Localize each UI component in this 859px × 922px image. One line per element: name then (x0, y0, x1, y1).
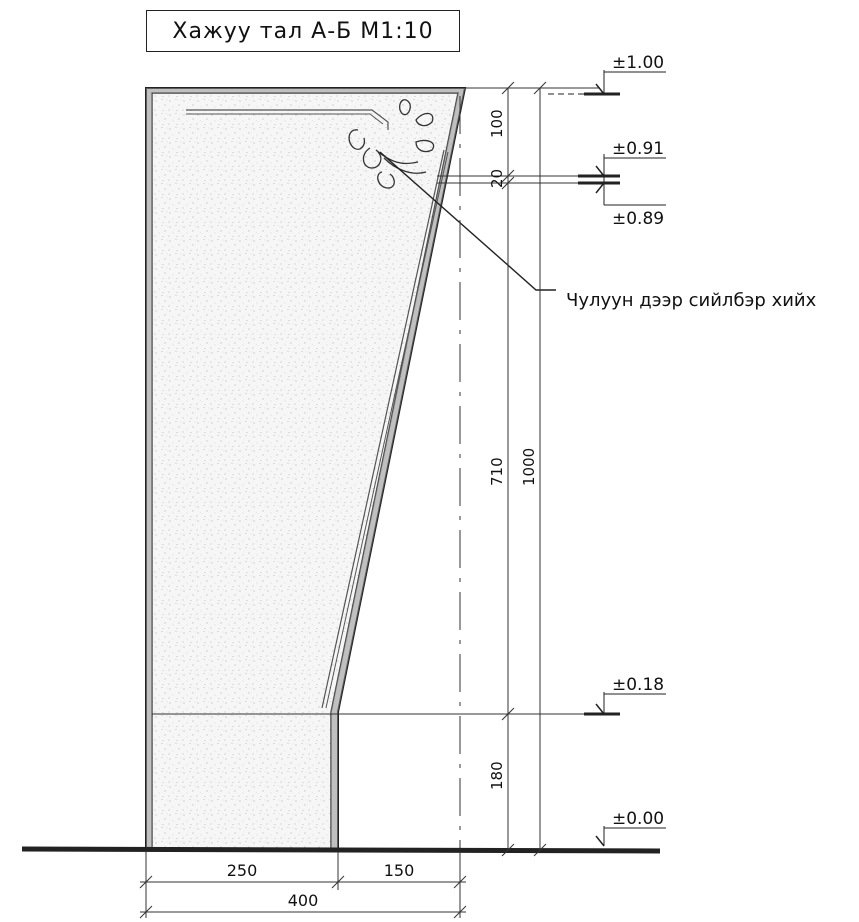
dim-slope: 710 (488, 457, 506, 486)
dim-width-total: 400 (288, 891, 319, 910)
level-base: ±0.18 (612, 675, 664, 695)
ornament-carving (348, 99, 435, 189)
vertical-dimensions (465, 81, 600, 857)
dim-width-left: 250 (227, 861, 258, 880)
level-marker-slot (578, 154, 666, 206)
ground-line (21, 846, 661, 854)
level-top: ±1.00 (612, 53, 664, 73)
stone-body (145, 87, 510, 848)
dim-slot: 20 (488, 169, 506, 188)
dim-base: 180 (488, 761, 506, 790)
drawing-title: Хажуу тал А-Б М1:10 (146, 10, 460, 52)
level-marker-ground (595, 826, 666, 847)
level-slot-bottom: ±0.89 (612, 209, 664, 229)
level-marker-top (548, 70, 666, 96)
level-slot-top: ±0.91 (612, 139, 664, 159)
annotation-leader (379, 151, 556, 291)
level-marker-base (584, 692, 666, 716)
level-ground: ±0.00 (612, 809, 664, 829)
horizontal-dimensions (139, 852, 467, 919)
carving-note: Чулуун дээр сийлбэр хийх (566, 290, 817, 311)
dim-width-right: 150 (384, 861, 415, 880)
dim-total-height: 1000 (520, 448, 538, 486)
dim-top-band: 100 (488, 109, 506, 138)
